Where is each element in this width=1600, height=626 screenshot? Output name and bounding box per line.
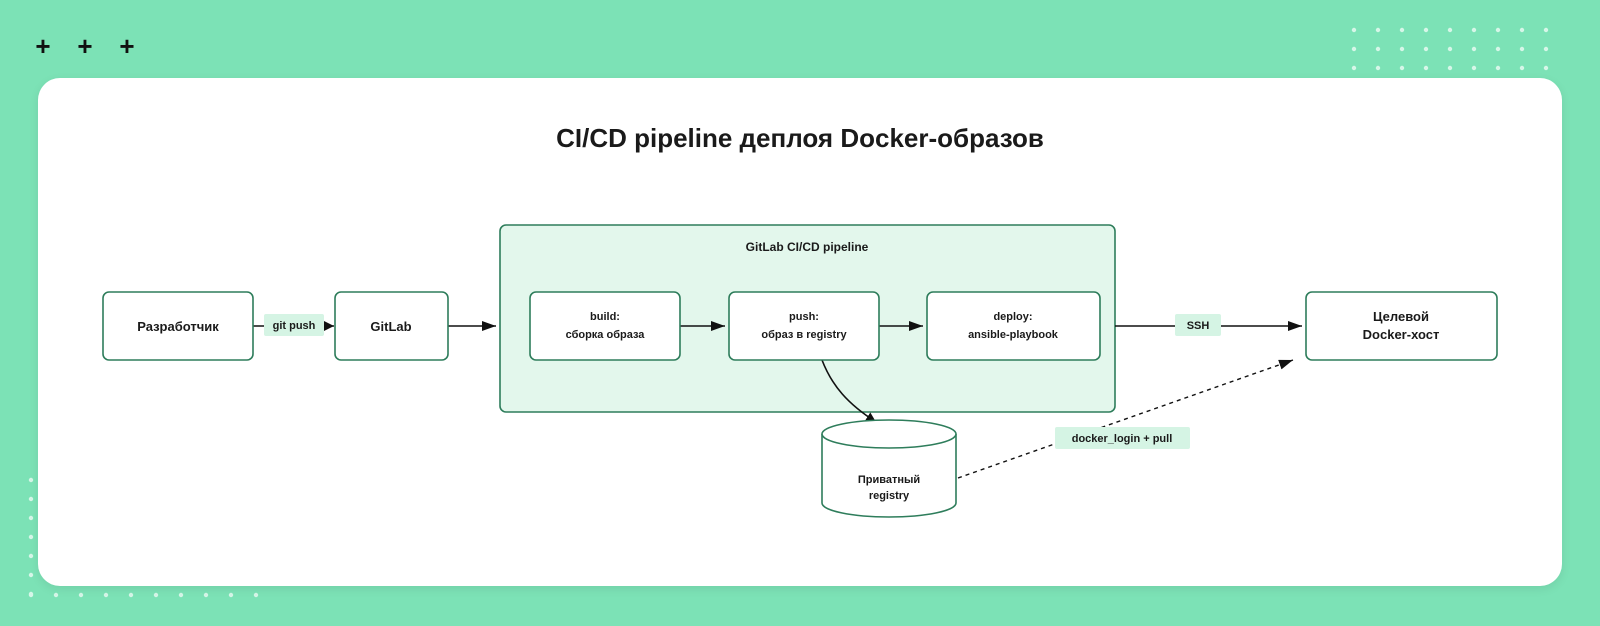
decor-dot	[1423, 65, 1429, 71]
decor-dot	[1423, 27, 1429, 33]
decor-dot	[228, 592, 234, 598]
registry-cylinder-top	[821, 419, 957, 449]
decor-dot	[28, 477, 34, 483]
node-build	[529, 291, 681, 361]
decor-dot	[1543, 65, 1549, 71]
node-target-host	[1305, 291, 1498, 361]
node-build-line-1: build:	[590, 311, 620, 323]
node-developer	[102, 291, 254, 361]
edge-label-docker-login-bg	[1055, 427, 1190, 449]
decor-dot	[1447, 46, 1453, 52]
plus-decor-3: +	[119, 31, 134, 61]
decor-dot	[1543, 27, 1549, 33]
edge-label-git-push-bg	[264, 314, 324, 336]
node-push	[728, 291, 880, 361]
plus-decor-2: +	[77, 31, 92, 61]
node-gitlab	[334, 291, 449, 361]
node-build-line-2: сборка образа	[566, 329, 646, 341]
node-push-line-2: образ в registry	[761, 329, 847, 341]
node-deploy	[926, 291, 1101, 361]
edge-push-registry	[821, 359, 877, 423]
dots-decor-bottom-left	[28, 477, 259, 598]
edge-registry-target	[957, 359, 1294, 479]
decor-dot	[1375, 65, 1381, 71]
decor-dot	[253, 592, 259, 598]
node-registry-line-1: Приватный	[858, 474, 920, 486]
node-deploy-line-2: ansible-playbook	[968, 329, 1059, 341]
plus-decor-group: + + +	[35, 31, 134, 61]
edge-label-ssh: SSH	[1187, 320, 1210, 332]
decor-dot	[1375, 27, 1381, 33]
decor-dot	[1471, 46, 1477, 52]
decor-dot	[1495, 27, 1501, 33]
decor-dot	[1399, 27, 1405, 33]
decor-dot	[1351, 65, 1357, 71]
decor-dot	[153, 592, 159, 598]
decor-dot	[78, 592, 84, 598]
diagram-title: CI/CD pipeline деплоя Docker-образов	[556, 123, 1044, 153]
decor-dot	[28, 515, 34, 521]
node-target-host-line-1: Целевой	[1373, 309, 1429, 324]
decor-dot	[28, 553, 34, 559]
decor-dot	[1351, 46, 1357, 52]
node-gitlab-label: GitLab	[370, 319, 411, 334]
decor-dot	[203, 592, 209, 598]
decor-dot	[1399, 65, 1405, 71]
decor-dot	[1471, 27, 1477, 33]
node-target-host-line-2: Docker-хост	[1363, 327, 1440, 342]
decor-dot	[1519, 65, 1525, 71]
decor-dot	[1351, 27, 1357, 33]
edge-label-ssh-bg	[1175, 314, 1221, 336]
node-registry	[821, 419, 957, 518]
decor-dot	[53, 592, 59, 598]
decor-dot	[1495, 65, 1501, 71]
node-registry-line-2: registry	[869, 490, 910, 502]
decor-dot	[1519, 46, 1525, 52]
decor-dot	[1471, 65, 1477, 71]
decor-dot	[1447, 27, 1453, 33]
pipeline-group-label: GitLab CI/CD pipeline	[746, 240, 869, 254]
decor-dot	[1519, 27, 1525, 33]
decor-dot	[103, 592, 109, 598]
decor-dot	[28, 572, 34, 578]
decor-dot	[178, 592, 184, 598]
node-developer-label: Разработчик	[137, 319, 219, 334]
decor-dot	[28, 496, 34, 502]
decor-dot	[1543, 46, 1549, 52]
decor-dot	[1399, 46, 1405, 52]
decor-dot	[1447, 65, 1453, 71]
decor-dot	[128, 592, 134, 598]
decor-dot	[1423, 46, 1429, 52]
node-push-line-1: push:	[789, 311, 819, 323]
registry-cylinder-body	[821, 434, 957, 518]
edge-label-git-push: git push	[273, 320, 316, 332]
plus-decor-1: +	[35, 31, 50, 61]
edge-label-docker-login: docker_login + pull	[1072, 433, 1173, 445]
node-deploy-line-1: deploy:	[993, 311, 1032, 323]
decor-dot	[28, 592, 34, 598]
decor-dot	[1375, 46, 1381, 52]
decor-dot	[28, 534, 34, 540]
decor-dot	[1495, 46, 1501, 52]
